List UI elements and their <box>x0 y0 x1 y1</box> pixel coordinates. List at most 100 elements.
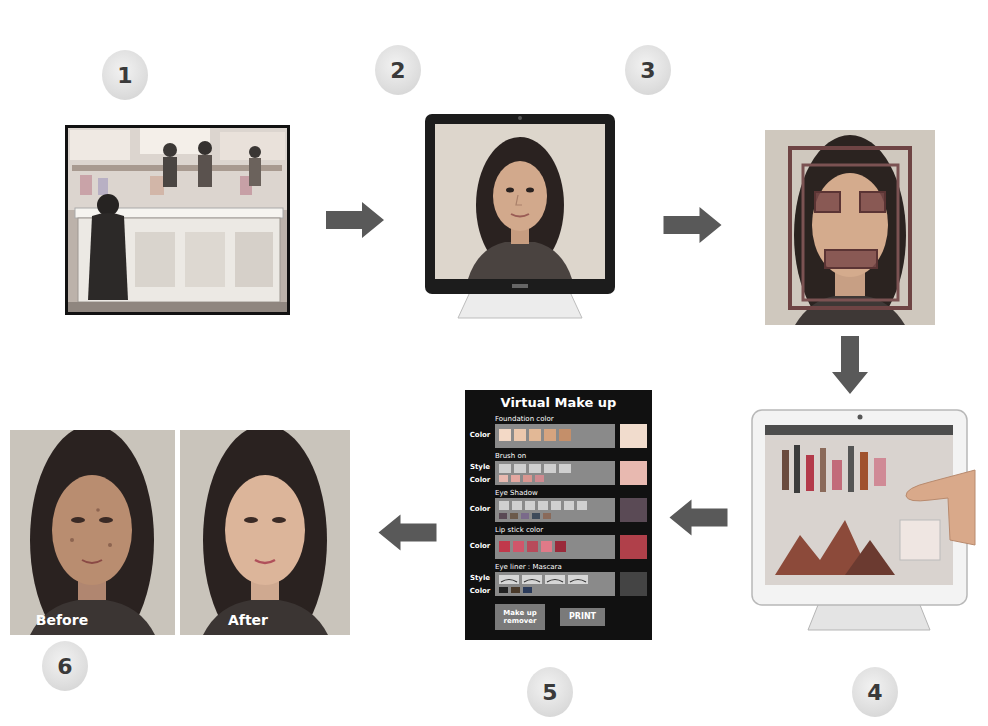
before-photo <box>10 430 175 635</box>
after-photo-part <box>272 517 286 523</box>
before-after-photos: BeforeAfter6 <box>10 430 350 635</box>
makeup-panel-part <box>513 541 524 552</box>
touch-screen-part <box>806 455 814 491</box>
webcam-monitor-part-part <box>468 242 572 279</box>
makeup-panel-part <box>514 464 526 473</box>
makeup-panel-part <box>577 501 587 510</box>
row-header: Brush on <box>495 451 615 461</box>
makeup-panel-part <box>511 475 520 482</box>
makeup-panel-part <box>465 390 652 640</box>
block-arrow <box>326 202 384 238</box>
store-photo-part <box>88 213 128 300</box>
row-header: Eye Shadow <box>495 488 615 498</box>
before-photo-part <box>99 517 113 523</box>
makeup-panel-part <box>495 424 615 448</box>
step-touch-screen: 4 <box>745 405 975 630</box>
store-photo-part <box>163 143 177 157</box>
touch-screen-part <box>794 445 800 493</box>
makeup-panel-part <box>499 513 507 519</box>
store-photo-part <box>235 232 273 287</box>
webcam-monitor-part-part <box>511 214 529 217</box>
store-photo-part <box>198 141 212 155</box>
makeup-panel-part <box>495 572 615 596</box>
step-photo: 1 <box>65 125 290 315</box>
makeup-panel-part <box>551 501 561 510</box>
after-photo-part <box>244 517 258 523</box>
touch-screen-part <box>820 448 826 492</box>
before-photo-part <box>82 560 102 563</box>
store-photo-part <box>97 194 119 216</box>
store-photo-part <box>65 125 290 210</box>
makeup-panel-part <box>499 541 510 552</box>
makeup-panel-part <box>499 429 511 441</box>
webcam-monitor-part-part <box>493 161 547 231</box>
step-number: 5 <box>527 667 573 717</box>
makeup-panel <box>465 390 652 640</box>
webcam-monitor-part <box>512 284 528 288</box>
makeup-panel-part <box>495 461 615 485</box>
makeup-panel-part <box>511 587 520 593</box>
makeup-panel-part <box>560 608 605 626</box>
touch-screen-part <box>765 425 953 435</box>
touch-screen-part <box>874 458 886 486</box>
makeup-panel-part <box>532 513 540 519</box>
makeup-panel-part <box>538 501 548 510</box>
makeup-panel-part <box>521 513 529 519</box>
makeup-panel-part <box>523 475 532 482</box>
touch-screen-part <box>906 470 975 545</box>
makeup-panel-part <box>495 604 545 630</box>
store-photo <box>65 125 290 315</box>
store-photo-part <box>135 232 175 287</box>
detection-boxes <box>790 148 910 308</box>
row-header: Eye liner : Mascara <box>495 562 615 572</box>
block-arrow <box>832 336 868 394</box>
makeup-panel-part <box>555 541 566 552</box>
step-number: 4 <box>852 667 898 717</box>
detection-boxes-part <box>815 192 840 212</box>
face-detection-part <box>794 135 906 325</box>
before-photo-part <box>52 475 132 585</box>
store-photo-part <box>249 146 261 158</box>
block-arrow <box>664 207 722 243</box>
button-label: Make up remover <box>495 604 545 630</box>
makeup-panel-part <box>529 429 541 441</box>
block-arrow <box>379 515 437 551</box>
makeup-panel-part <box>620 535 647 559</box>
step-face-detection: 3 <box>765 130 935 325</box>
webcam-monitor-part-part <box>526 188 534 193</box>
store-photo-part <box>220 132 285 160</box>
makeup-panel-part <box>620 572 647 596</box>
after-photo-part <box>255 560 275 563</box>
webcam-monitor-part <box>458 292 582 318</box>
makeup-panel-part <box>620 461 647 485</box>
photo-caption: Before <box>24 610 100 630</box>
touch-screen-part <box>765 425 953 585</box>
row-header: Foundation color <box>495 414 615 424</box>
touch-screen <box>752 410 975 630</box>
touch-screen-part <box>752 410 967 605</box>
row-label: Color <box>466 539 494 553</box>
detection-boxes-part <box>860 192 885 212</box>
makeup-panel-part <box>559 464 571 473</box>
step-number: 6 <box>42 641 88 691</box>
webcam-monitor-part <box>518 116 522 120</box>
panel-title: Virtual Make up <box>465 393 652 413</box>
store-photo-part <box>98 178 108 195</box>
makeup-panel-part <box>499 464 511 473</box>
row-label: Style <box>466 461 494 473</box>
store-photo-part <box>185 232 225 287</box>
after-photo-part <box>225 475 305 585</box>
photo-frame <box>67 127 289 314</box>
row-header: Lip stick color <box>495 525 615 535</box>
row-label: Color <box>466 585 494 597</box>
makeup-panel-part <box>495 535 615 559</box>
after-photo-part <box>203 430 327 635</box>
before-photo-part <box>108 543 112 547</box>
store-photo-part <box>70 130 130 160</box>
makeup-panel-part <box>501 580 586 583</box>
store-photo-part <box>249 158 261 186</box>
store-photo-part <box>198 155 212 187</box>
webcam-monitor-part-part <box>516 195 522 205</box>
button-label: PRINT <box>560 608 605 626</box>
